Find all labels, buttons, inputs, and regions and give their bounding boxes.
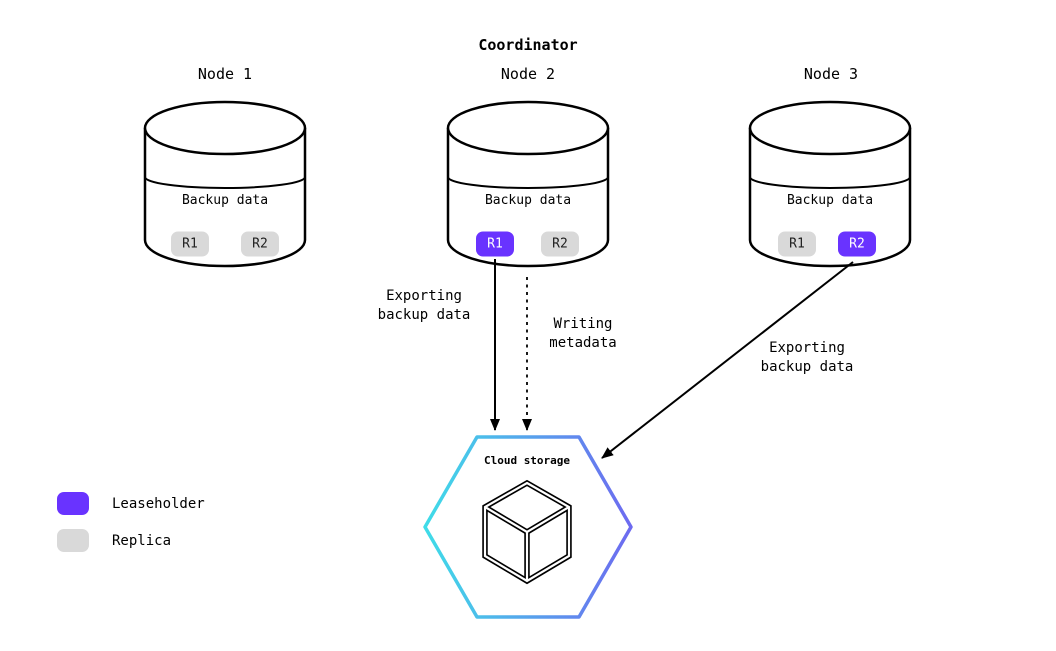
node-3-leaseholder-badge-r2: R2 [838, 231, 876, 257]
export-backup-label-right-line1: Exporting [769, 340, 845, 356]
database-cylinder-node-2 [446, 100, 610, 268]
writing-metadata-label: Writing metadata [549, 315, 616, 353]
cube-icon [482, 479, 572, 585]
node-1-label: Node 1 [197, 65, 253, 83]
node-3-replica-badge-r1: R1 [778, 231, 816, 257]
writing-metadata-label-line1: Writing [553, 316, 613, 332]
node-2-backup-data-label: Backup data [484, 193, 572, 208]
legend-leaseholder-swatch [57, 492, 89, 515]
export-backup-label-left-line2: backup data [377, 307, 471, 323]
database-cylinder-node-1 [143, 100, 307, 268]
arrow-export-node3 [601, 261, 854, 459]
export-backup-label-right-line2: backup data [760, 359, 854, 375]
legend-replica-swatch [57, 529, 89, 552]
node-2-label: Node 2 [500, 65, 556, 83]
node-2-replica-badge-r2: R2 [541, 231, 579, 257]
diagram-title: Coordinator [478, 36, 578, 54]
node-1-replica-badge-r1: R1 [171, 231, 209, 257]
export-backup-label-left: Exporting backup data [378, 287, 471, 325]
node-3-label: Node 3 [803, 65, 859, 83]
export-backup-label-left-line1: Exporting [386, 288, 462, 304]
node-2-leaseholder-badge-r1: R1 [476, 231, 514, 257]
writing-metadata-label-line2: metadata [549, 335, 617, 351]
export-backup-label-right: Exporting backup data [761, 339, 854, 377]
database-cylinder-node-3 [748, 100, 912, 268]
cloud-storage-label: Cloud storage [483, 454, 571, 467]
legend-leaseholder-label: Leaseholder [112, 496, 205, 512]
node-1-replica-badge-r2: R2 [241, 231, 279, 257]
node-3-backup-data-label: Backup data [786, 193, 874, 208]
cloud-storage-hexagon [423, 435, 633, 619]
node-1-backup-data-label: Backup data [181, 193, 269, 208]
legend-replica-label: Replica [112, 533, 172, 549]
